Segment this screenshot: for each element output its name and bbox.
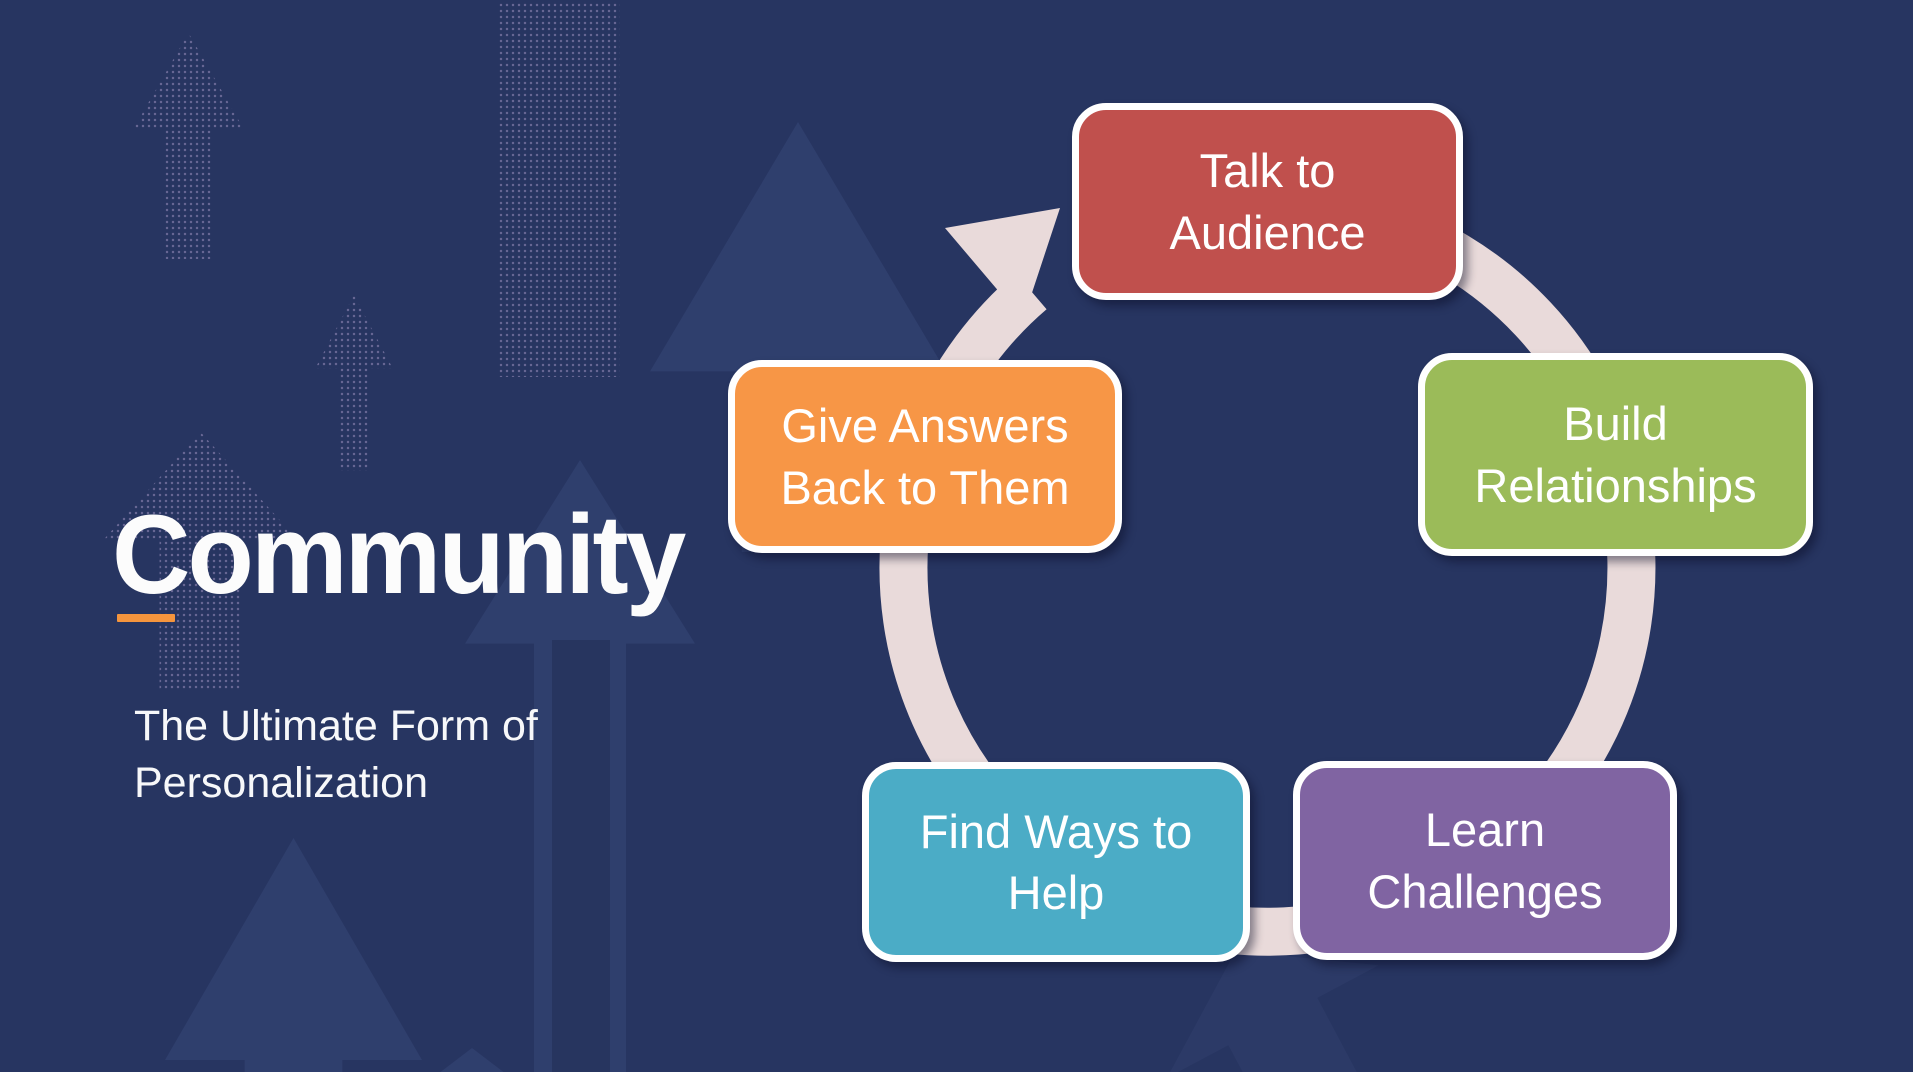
cycle-step-give-answers-back: Give Answers Back to Them <box>728 360 1122 553</box>
cycle-step-find-ways-to-help: Find Ways to Help <box>862 762 1250 962</box>
cycle-step-label: Find Ways to Help <box>919 804 1193 919</box>
title-underline-accent <box>117 614 175 622</box>
cycle-direction-arrowhead-icon <box>945 208 1060 320</box>
cycle-step-label: Learn Challenges <box>1367 803 1603 918</box>
cycle-step-label: Give Answers Back to Them <box>780 399 1070 514</box>
slide-subtitle: The Ultimate Form of Personalization <box>134 702 538 808</box>
cycle-step-talk-to-audience: Talk to Audience <box>1072 103 1463 300</box>
cycle-step-label: Talk to Audience <box>1169 144 1366 259</box>
slide-title: Community <box>112 492 686 617</box>
cycle-step-build-relationships: Build Relationships <box>1418 353 1813 556</box>
cycle-step-label: Build Relationships <box>1474 397 1757 512</box>
cycle-step-learn-challenges: Learn Challenges <box>1293 761 1677 960</box>
